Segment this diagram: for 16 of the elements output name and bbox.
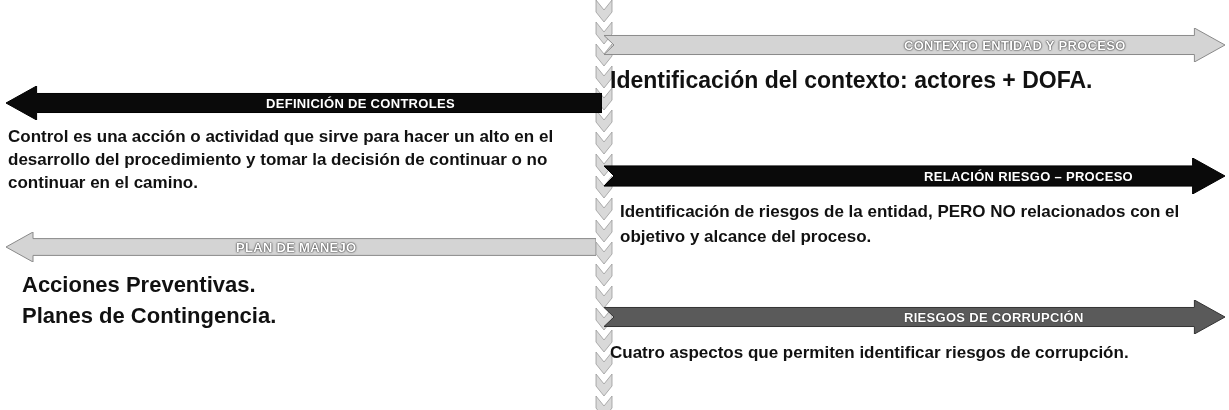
list-item: Planes de Contingencia.: [22, 301, 278, 330]
description-text: Cuatro aspectos que permiten identificar riesgos de corrupción.: [610, 342, 1130, 364]
description-text: Identificación del contexto: actores + DOFA.: [610, 66, 1094, 95]
banner-heading: PLAN DE MANEJO: [236, 238, 357, 257]
banner-heading: RELACIÓN RIESGO – PROCESO: [924, 167, 1134, 186]
description-text: Identificación de riesgos de la entidad, PERO NO relacionados con el objetivo y alcance del proceso.: [620, 201, 1181, 248]
banner-heading: RIESGOS DE CORRUPCIÓN: [904, 308, 1084, 327]
arrow-banner: [604, 158, 1225, 194]
arrow-banner: [604, 28, 1225, 62]
description-text: Control es una acción o actividad que sirve para hacer un alto en el desarrollo del procedimiento y tomar la decisión de continuar o no continuar en el camino.: [8, 126, 555, 194]
arrow-banner: [604, 300, 1225, 334]
arrow-banner: [6, 86, 602, 120]
banner-heading: CONTEXTO ENTIDAD Y PROCESO: [904, 36, 1126, 55]
list-item: Acciones Preventivas.: [22, 271, 257, 299]
arrow-banner: [6, 232, 596, 262]
banner-heading: DEFINICIÓN DE CONTROLES: [266, 94, 455, 113]
